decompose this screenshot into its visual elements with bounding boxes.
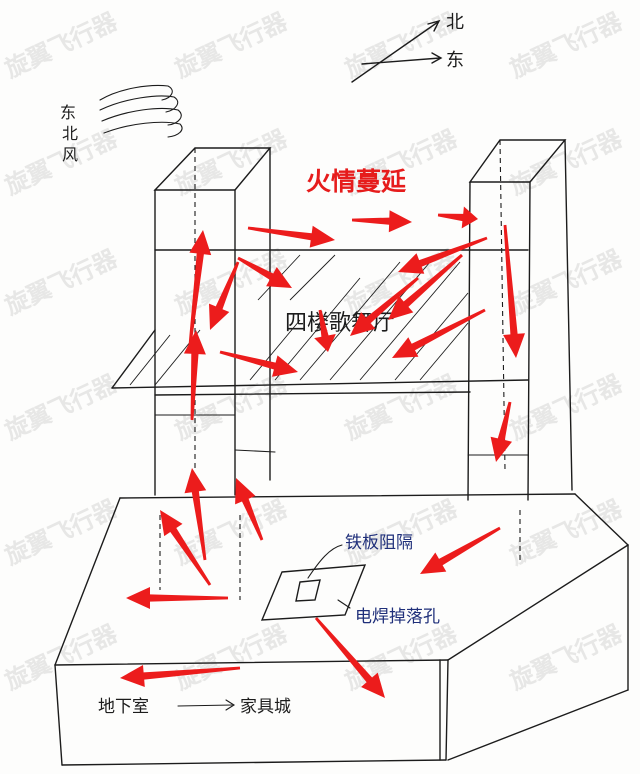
wind-label-char: 风 bbox=[62, 145, 78, 164]
fire-spread-arrow bbox=[490, 401, 512, 462]
fire-spread-arrow bbox=[209, 261, 240, 330]
wind-stroke bbox=[103, 121, 183, 138]
fire-spread-arrow bbox=[120, 665, 241, 687]
wind-indicator: 东 北 风 bbox=[60, 85, 183, 164]
fire-spread-arrow bbox=[392, 308, 486, 358]
fire-spread-arrow bbox=[437, 206, 478, 229]
fire-spread-arrow bbox=[184, 468, 207, 561]
basement-edge bbox=[54, 664, 63, 766]
welding-hole bbox=[295, 579, 321, 602]
iron-plate-annotation: 铁板阻隔 bbox=[345, 533, 413, 553]
watermark: 旋翼飞行器 bbox=[340, 7, 462, 84]
leader-line bbox=[337, 599, 351, 609]
hatch-line bbox=[274, 277, 361, 381]
right-tower-hidden-edge bbox=[499, 139, 506, 471]
compass-east-label: 东 bbox=[446, 50, 464, 71]
watermark: 旋翼飞行器 bbox=[0, 619, 122, 696]
hatch-line bbox=[419, 322, 469, 381]
watermark-layer: 旋翼飞行器 旋翼飞行器 旋翼飞行器 旋翼飞行器 旋翼飞行器 旋翼飞行器 旋翼飞行… bbox=[0, 7, 627, 696]
watermark: 旋翼飞行器 bbox=[505, 494, 627, 571]
furniture-city-label: 家具城 bbox=[240, 697, 291, 717]
watermark: 旋翼飞行器 bbox=[505, 619, 627, 696]
right-tower-edge bbox=[467, 181, 471, 501]
watermark: 旋翼飞行器 bbox=[170, 494, 292, 571]
watermark: 旋翼飞行器 bbox=[505, 244, 627, 321]
basement-edge bbox=[447, 689, 629, 761]
watermark: 旋翼飞行器 bbox=[0, 7, 122, 84]
fire-spread-arrow bbox=[160, 510, 212, 586]
compass-east-arrowhead bbox=[431, 52, 443, 64]
fire-spread-arrow bbox=[183, 330, 206, 421]
compass-north-line bbox=[351, 21, 439, 83]
basement-label: 地下室 bbox=[98, 697, 149, 717]
basement-edge bbox=[61, 759, 447, 766]
fire-spread-arrow bbox=[503, 224, 525, 358]
compass-north-label: 北 bbox=[446, 12, 464, 33]
ground-line bbox=[574, 493, 629, 546]
floor-line bbox=[111, 379, 529, 389]
leader-line bbox=[307, 544, 343, 579]
diagram-title: 火情蔓延 bbox=[306, 167, 407, 196]
fire-spread-arrow bbox=[126, 587, 228, 609]
fire-spread-arrow bbox=[237, 256, 292, 288]
fire-arrows bbox=[120, 206, 525, 698]
watermark: 旋翼飞行器 bbox=[0, 494, 122, 571]
hatch-line bbox=[129, 334, 171, 386]
floor-line bbox=[111, 329, 156, 389]
basement-to-furniture-arrowhead bbox=[225, 699, 236, 711]
fire-spread-arrow bbox=[388, 253, 463, 320]
right-tower-edge bbox=[564, 139, 573, 491]
watermark: 旋翼飞行器 bbox=[0, 244, 122, 321]
ground-line bbox=[119, 493, 576, 499]
ground-line bbox=[447, 544, 629, 661]
watermark: 旋翼飞行器 bbox=[505, 7, 627, 84]
basement-edge bbox=[445, 659, 449, 761]
wind-stroke bbox=[101, 107, 182, 126]
fire-spread-arrow bbox=[219, 350, 298, 377]
compass-north-arrowhead bbox=[427, 19, 441, 32]
wind-label-char: 东 bbox=[60, 103, 76, 122]
fire-spread-arrow bbox=[314, 617, 385, 698]
watermark: 旋翼飞行器 bbox=[340, 619, 462, 696]
fire-spread-arrow bbox=[247, 225, 335, 248]
hatch-line bbox=[249, 319, 301, 381]
hatch-line bbox=[359, 261, 461, 381]
watermark: 旋翼飞行器 bbox=[0, 369, 122, 446]
floor-line bbox=[154, 391, 471, 396]
fire-spread-arrow bbox=[420, 526, 501, 574]
right-tower-edge bbox=[527, 181, 531, 501]
wind-label-char: 北 bbox=[62, 124, 78, 143]
fire-spread-arrow bbox=[398, 236, 488, 274]
ground-line bbox=[54, 497, 121, 666]
hatch-line bbox=[289, 254, 336, 301]
watermark: 旋翼飞行器 bbox=[170, 7, 292, 84]
sketch-line bbox=[234, 449, 276, 453]
iron-plate bbox=[260, 564, 367, 621]
watermark: 旋翼飞行器 bbox=[170, 619, 292, 696]
fire-spread-arrow bbox=[350, 276, 419, 336]
compass-east-line bbox=[361, 57, 441, 65]
ground-line bbox=[54, 659, 449, 666]
basement-to-furniture-arrow-line bbox=[177, 704, 233, 707]
hatch-line bbox=[299, 261, 401, 381]
compass: 北 东 bbox=[351, 12, 464, 83]
fire-spread-arrow bbox=[352, 210, 412, 233]
fire-spread-arrow bbox=[314, 309, 336, 352]
watermark: 旋翼飞行器 bbox=[340, 369, 462, 446]
welding-annotation: 电焊掉落孔 bbox=[355, 607, 440, 627]
fire-spread-arrow bbox=[235, 478, 264, 541]
wind-stroke bbox=[99, 85, 173, 101]
fire-spread-arrow bbox=[188, 230, 212, 346]
wind-stroke bbox=[99, 95, 179, 113]
watermark: 旋翼飞行器 bbox=[170, 369, 292, 446]
